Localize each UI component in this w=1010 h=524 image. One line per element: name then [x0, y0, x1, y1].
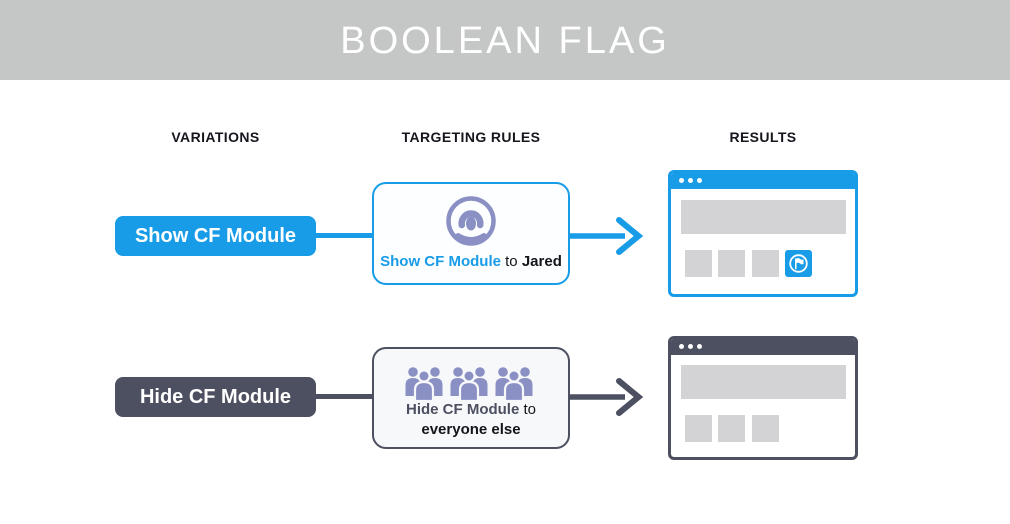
- window-dot: [697, 344, 702, 349]
- browser-titlebar: [671, 173, 855, 189]
- connector-line: [316, 233, 373, 238]
- result-browser-window-show: [668, 170, 858, 297]
- rule-flag-name: Hide CF Module: [405, 401, 520, 418]
- browser-titlebar: [671, 339, 855, 355]
- placeholder-tile: [685, 250, 712, 277]
- variation-pill-hide-cf-module: Hide CF Module: [115, 377, 316, 417]
- cf-module-tile: [785, 250, 812, 277]
- placeholder-banner: [681, 200, 846, 234]
- arrow-right-icon: [570, 378, 644, 416]
- window-dot: [688, 344, 693, 349]
- placeholder-banner: [681, 365, 846, 399]
- page-title: BOOLEAN FLAG: [340, 20, 670, 62]
- crowd-icon: [405, 367, 533, 403]
- targeting-rule-card-hide: Hide CF Module to everyone else: [372, 347, 570, 449]
- connector-line: [316, 394, 373, 399]
- placeholder-tile: [752, 250, 779, 277]
- arrow-right-icon: [570, 217, 644, 255]
- rule-text-line2: everyone else: [374, 421, 568, 438]
- column-header-targeting-rules: TARGETING RULES: [401, 129, 541, 145]
- placeholder-tile: [685, 415, 712, 442]
- window-dot: [688, 178, 693, 183]
- window-control-dots: [679, 178, 702, 183]
- placeholder-tile: [718, 415, 745, 442]
- rule-text: Show CF Module to Jared: [374, 253, 568, 270]
- result-browser-window-hide: [668, 336, 858, 460]
- window-dot: [697, 178, 702, 183]
- column-header-variations: VARIATIONS: [171, 129, 260, 145]
- window-dot: [679, 178, 684, 183]
- title-banner: BOOLEAN FLAG: [0, 0, 1010, 80]
- rule-connector-word: to: [523, 401, 536, 418]
- single-user-avatar-icon: [446, 196, 496, 246]
- flag-in-circle-icon: [789, 254, 808, 273]
- column-header-results: RESULTS: [729, 129, 797, 145]
- variation-pill-show-cf-module: Show CF Module: [115, 216, 316, 256]
- rule-audience: Jared: [521, 253, 562, 270]
- rule-text-line1: Hide CF Module to: [374, 401, 568, 418]
- targeting-rule-card-show: Show CF Module to Jared: [372, 182, 570, 285]
- rule-connector-word: to: [505, 253, 518, 270]
- rule-audience: everyone else: [421, 421, 521, 438]
- rule-flag-name: Show CF Module: [380, 253, 501, 270]
- window-control-dots: [679, 344, 702, 349]
- placeholder-tile: [718, 250, 745, 277]
- placeholder-tile: [752, 415, 779, 442]
- window-dot: [679, 344, 684, 349]
